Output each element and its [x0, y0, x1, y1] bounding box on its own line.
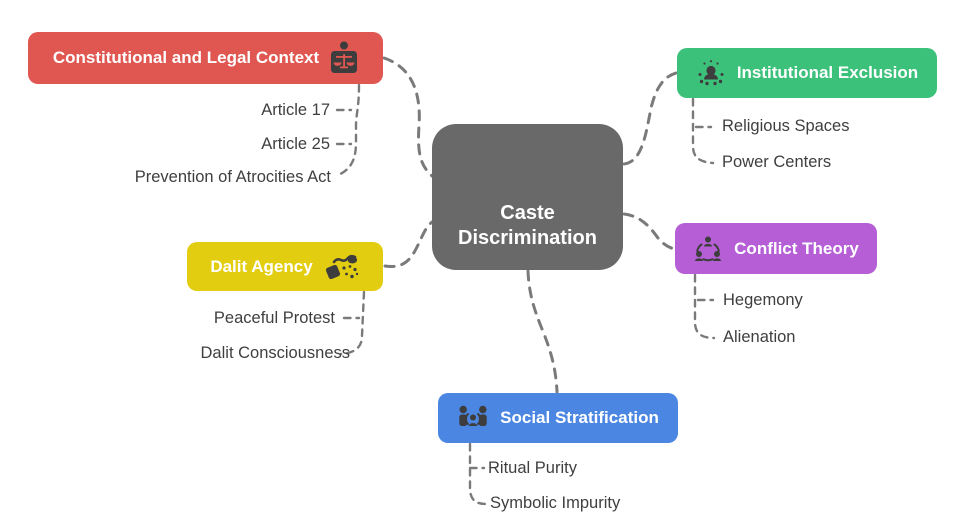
branch-node-dalit-agency: Dalit Agency — [187, 242, 383, 291]
leaf-alienation: Alienation — [723, 328, 796, 346]
branch-label: Dalit Agency — [210, 256, 313, 276]
edge-root-social — [526, 269, 559, 394]
edge-conflict-children — [693, 273, 716, 340]
leaf-hegemony: Hegemony — [723, 291, 803, 309]
fist-debris-icon — [324, 251, 360, 283]
branch-node-conflict-theory: Conflict Theory — [675, 223, 877, 274]
leaf-article-17: Article 17 — [261, 101, 330, 119]
leaf-peaceful-protest: Peaceful Protest — [213, 309, 335, 327]
leaf-dalit-consciousness: Dalit Consciousness — [200, 344, 350, 362]
root-node-label: Caste Discrimination — [458, 202, 597, 249]
edge-root-institutional — [622, 71, 678, 166]
person-excluded-icon — [696, 58, 726, 88]
branch-label: Constitutional and Legal Context — [52, 48, 320, 67]
branch-node-constitutional-legal: Constitutional and Legal Context — [28, 32, 383, 84]
leaf-article-25: Article 25 — [261, 135, 330, 153]
edge-root-legal — [382, 56, 434, 178]
people-group-icon — [457, 404, 489, 432]
leaf-symbolic-impurity: Symbolic Impurity — [490, 494, 621, 512]
root-node-caste-discrimination: Caste Discrimination — [432, 124, 623, 270]
edge-social-children — [468, 442, 488, 506]
leaf-power-centers: Power Centers — [722, 153, 832, 171]
leaf-prevention-atrocities-act: Prevention of Atrocities Act — [134, 168, 331, 186]
branch-label: Social Stratification — [500, 408, 659, 427]
edge-root-agency — [383, 220, 434, 269]
branch-label: Institutional Exclusion — [736, 63, 919, 82]
branch-node-social-stratification: Social Stratification — [438, 393, 678, 443]
edge-legal-children — [334, 83, 361, 178]
edge-institutional-children — [691, 97, 715, 165]
branch-node-institutional-exclusion: Institutional Exclusion — [677, 48, 937, 98]
justice-scale-icon — [330, 41, 358, 76]
leaf-religious-spaces: Religious Spaces — [722, 117, 850, 135]
leaf-ritual-purity: Ritual Purity — [488, 459, 577, 477]
branch-label: Conflict Theory — [734, 238, 859, 258]
people-circle-icon — [693, 233, 723, 264]
edge-root-conflict — [622, 212, 676, 251]
